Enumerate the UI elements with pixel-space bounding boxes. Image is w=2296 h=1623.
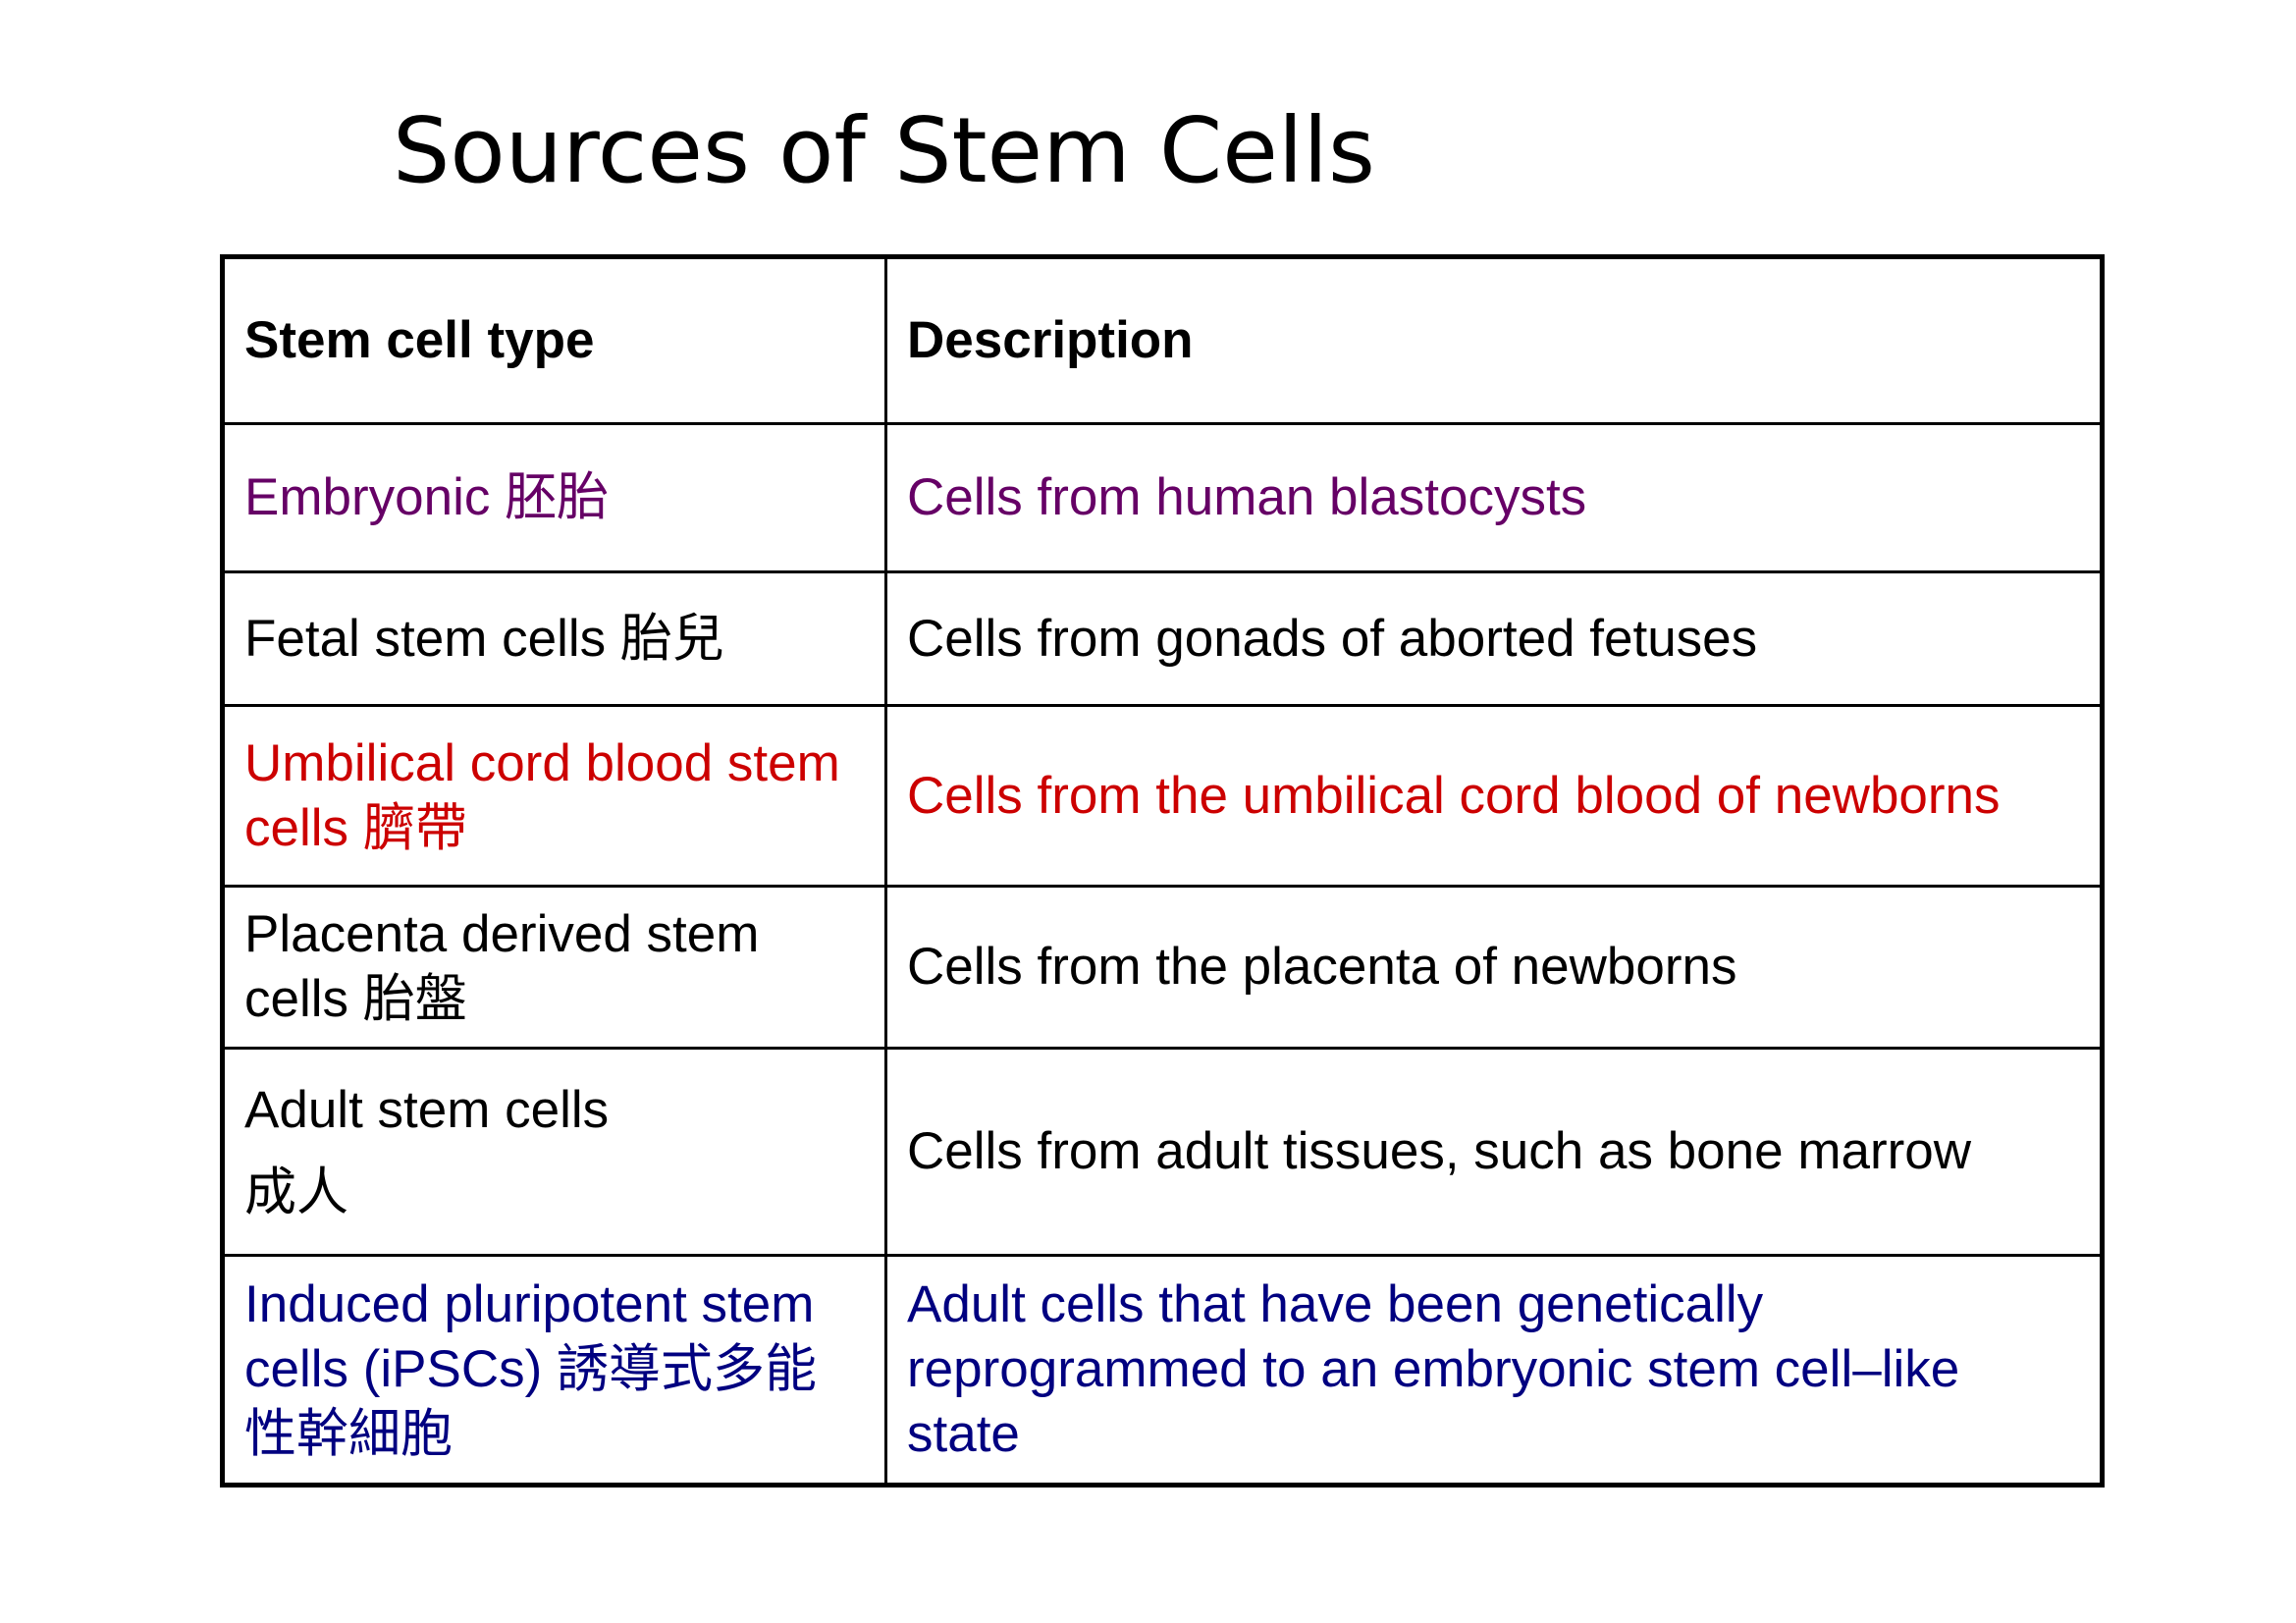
table-row: Umbilical cord blood stem cells 臍帶 Cells… <box>221 704 2104 888</box>
type-zh: 胎盤 <box>362 969 467 1029</box>
table-row: Induced pluripotent stem cells (iPSCs) 誘… <box>221 1254 2104 1487</box>
table-header-row: Stem cell type Description <box>221 255 2104 425</box>
cell-description: Cells from gonads of aborted fetuses <box>884 570 2104 707</box>
slide-title: Sources of Stem Cells <box>393 98 1375 203</box>
type-zh: 胎兒 <box>619 608 724 669</box>
cell-type: Induced pluripotent stem cells (iPSCs) 誘… <box>221 1254 887 1487</box>
table-row: Placenta derived stem cells 胎盤 Cells fro… <box>221 885 2104 1050</box>
cell-type: Fetal stem cells 胎兒 <box>221 570 887 707</box>
type-en: Induced pluripotent stem cells (iPSCs) <box>244 1275 815 1398</box>
table-row: Adult stem cells 成人 Cells from adult tis… <box>221 1047 2104 1257</box>
cell-description: Cells from the placenta of newborns <box>884 885 2104 1050</box>
header-description: Description <box>884 255 2104 425</box>
cell-type: Adult stem cells 成人 <box>221 1047 887 1257</box>
cell-type: Embryonic 胚胎 <box>221 422 887 573</box>
type-en: Embryonic <box>244 468 491 526</box>
type-en: Placenta derived stem cells <box>244 905 760 1028</box>
header-stem-cell-type: Stem cell type <box>221 255 887 425</box>
stem-cell-sources-table: Stem cell type Description Embryonic 胚胎 … <box>220 254 2105 1488</box>
table-row: Fetal stem cells 胎兒 Cells from gonads of… <box>221 570 2104 707</box>
cell-description: Cells from the umbilical cord blood of n… <box>884 704 2104 888</box>
cell-description: Adult cells that have been genetically r… <box>884 1254 2104 1487</box>
cell-type: Umbilical cord blood stem cells 臍帶 <box>221 704 887 888</box>
table-row: Embryonic 胚胎 Cells from human blastocyst… <box>221 422 2104 573</box>
type-zh: 誘導式多能性幹細胞 <box>244 1339 818 1464</box>
cell-description: Cells from adult tissues, such as bone m… <box>884 1047 2104 1257</box>
type-zh: 臍帶 <box>362 797 467 858</box>
type-en: Fetal stem cells <box>244 609 607 668</box>
type-zh: 胚胎 <box>505 467 610 527</box>
type-en: Adult stem cells <box>244 1081 610 1139</box>
type-zh: 成人 <box>244 1163 348 1222</box>
type-en: Umbilical cord blood stem cells <box>244 733 840 857</box>
cell-type: Placenta derived stem cells 胎盤 <box>221 885 887 1050</box>
cell-description: Cells from human blastocysts <box>884 422 2104 573</box>
